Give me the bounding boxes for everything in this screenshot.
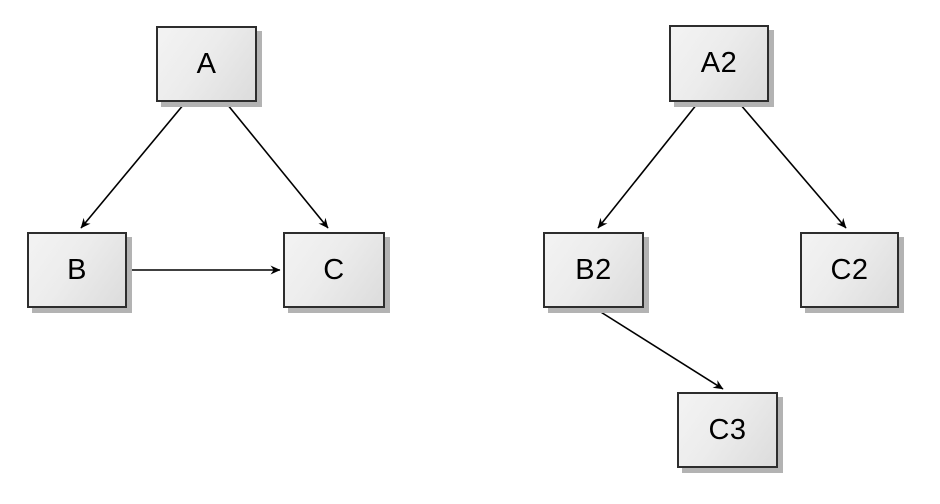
- node-C3[interactable]: C3: [677, 392, 778, 468]
- node-label: A2: [700, 47, 738, 79]
- node-C[interactable]: C: [283, 232, 385, 308]
- node-A[interactable]: A: [156, 26, 257, 102]
- edge-A2-B2: [597, 103, 698, 229]
- edge-A-C: [226, 103, 329, 229]
- node-label: C2: [830, 253, 869, 286]
- node-B2[interactable]: B2: [543, 232, 644, 308]
- node-B[interactable]: B: [27, 232, 127, 308]
- node-label: B: [67, 253, 87, 286]
- edge-B2-C3: [595, 308, 724, 390]
- node-label: B2: [575, 253, 612, 286]
- node-A2[interactable]: A2: [669, 25, 769, 102]
- edge-A-B: [80, 103, 185, 229]
- node-label: C: [323, 253, 345, 286]
- node-label: A: [196, 47, 217, 80]
- node-C2[interactable]: C2: [800, 232, 899, 308]
- edge-A2-C2: [739, 103, 847, 229]
- node-label: C3: [708, 413, 747, 446]
